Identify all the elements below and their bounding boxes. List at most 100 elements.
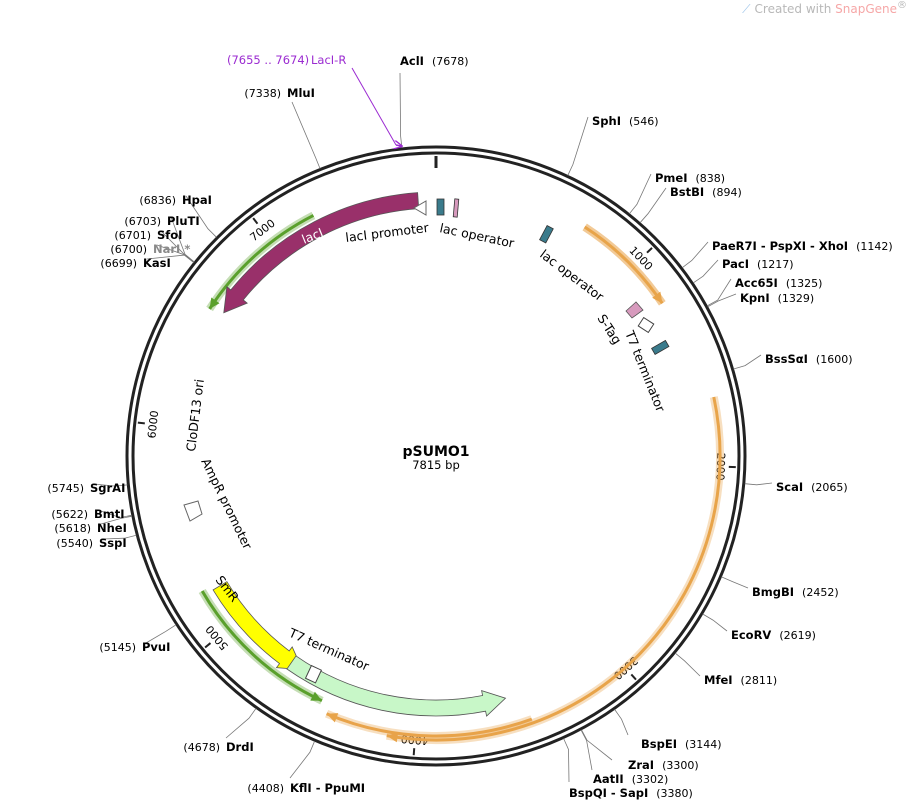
site-pos-29: (7338) — [244, 87, 281, 100]
site-name-1: SphI — [592, 114, 621, 128]
feature-label-s-tag: S-Tag — [594, 311, 624, 346]
site-label-18[interactable]: DrdI(4678) — [183, 740, 253, 754]
tick-mark-7000 — [252, 217, 259, 225]
site-name-3: BstBI — [670, 185, 704, 199]
site-label-7[interactable]: KpnI(1329) — [740, 291, 814, 305]
lac-operator-2-marker[interactable] — [539, 224, 554, 244]
site-leader-18 — [225, 708, 257, 739]
site-label-15[interactable]: AatII(3302) — [593, 772, 668, 786]
laci-r-primer[interactable]: (7655 .. 7674) LacI-R — [227, 53, 401, 146]
green-arrow-2[interactable] — [200, 590, 323, 703]
site-name-16: BspQI - SapI — [569, 786, 648, 800]
site-pos-2: (838) — [696, 172, 726, 185]
site-label-8[interactable]: BssSαI(1600) — [765, 352, 853, 366]
s-tag-arrow[interactable] — [625, 301, 644, 319]
site-label-5[interactable]: PacI(1217) — [722, 257, 794, 271]
site-label-9[interactable]: ScaI(2065) — [776, 480, 848, 494]
site-pos-23: (5745) — [47, 482, 84, 495]
site-pos-20: (5540) — [56, 537, 93, 550]
site-leader-21 — [100, 515, 132, 525]
site-leader-26 — [160, 230, 195, 263]
snapgene-logo-icon: ⟋ — [742, 2, 751, 16]
laci-feature-arrow[interactable] — [223, 192, 420, 314]
smr-feature-arrow[interactable] — [286, 655, 507, 717]
site-label-3[interactable]: BstBI(894) — [670, 185, 742, 199]
site-label-11[interactable]: EcoRV(2619) — [731, 628, 816, 642]
orange-arrow-3[interactable] — [326, 712, 533, 738]
site-leader-7 — [707, 293, 737, 308]
site-pos-27: (6703) — [124, 215, 161, 228]
site-name-18: DrdI — [226, 740, 254, 754]
green-arrow-1[interactable] — [208, 214, 315, 310]
site-leader-6 — [707, 278, 732, 307]
site-name-20: SspI — [99, 536, 127, 550]
site-label-21[interactable]: NheI(5618) — [54, 521, 126, 535]
site-pos-0: (7678) — [432, 55, 469, 68]
site-label-24[interactable]: KasI(6699) — [100, 256, 170, 270]
site-leader-lines — [93, 72, 773, 783]
site-leader-13 — [614, 709, 629, 736]
feature-track — [183, 192, 724, 744]
site-leader-2 — [629, 173, 652, 214]
site-pos-12: (2811) — [741, 674, 778, 687]
site-pos-17: (4408) — [247, 782, 284, 795]
site-label-2[interactable]: PmeI(838) — [655, 171, 725, 185]
site-name-19: PvuI — [142, 640, 170, 654]
site-name-26: SfoI — [157, 228, 182, 242]
site-label-19[interactable]: PvuI(5145) — [99, 640, 170, 654]
site-name-11: EcoRV — [731, 628, 771, 642]
site-label-16[interactable]: BspQI - SapI (3380) — [569, 786, 693, 800]
site-label-0[interactable]: AclI(7678) — [400, 54, 469, 68]
site-label-26[interactable]: SfoI(6701) — [114, 228, 182, 242]
site-label-29[interactable]: MluI(7338) — [244, 86, 314, 100]
site-pos-25: (6700) — [110, 243, 147, 256]
site-label-23[interactable]: SgrAI(5745) — [47, 481, 125, 495]
lac-operator-1-marker[interactable] — [436, 198, 445, 216]
t7-terminator-2-marker[interactable] — [304, 664, 323, 684]
site-label-28[interactable]: HpaI(6836) — [139, 193, 211, 207]
site-label-14[interactable]: ZraI(3300) — [628, 758, 699, 772]
site-label-4[interactable]: PaeR7I - PspXI - XhoI(1142) — [712, 239, 893, 253]
site-label-27[interactable]: PluTI(6703) — [124, 214, 199, 228]
laci-r-primer-arrow-icon — [396, 145, 401, 146]
site-label-12[interactable]: MfeI(2811) — [704, 673, 777, 687]
site-pos-9: (2065) — [811, 481, 848, 494]
site-label-13[interactable]: BspEI(3144) — [641, 737, 722, 751]
site-label-20[interactable]: SspI (5540) — [56, 536, 126, 550]
site-name-21: NheI — [97, 521, 127, 535]
orange-arrow-2[interactable] — [386, 396, 722, 742]
watermark-brand: SnapGene — [835, 2, 897, 16]
laci-r-primer-leader — [351, 67, 397, 146]
site-pos-15: (3302) — [632, 773, 669, 786]
site-label-25[interactable]: NarI * (6700) — [110, 242, 190, 256]
plasmid-name: pSUMO1 — [402, 444, 469, 460]
laci-r-primer-name: LacI-R — [311, 53, 346, 67]
snapgene-watermark: ⟋Created with SnapGene® — [742, 0, 907, 17]
t7-terminator-1-marker[interactable] — [637, 316, 655, 334]
tick-mark-3000 — [630, 673, 637, 681]
tick-mark-6000 — [137, 421, 145, 425]
site-label-1[interactable]: SphI(546) — [592, 114, 659, 128]
ampr-promoter-arrow[interactable] — [183, 500, 203, 522]
laci-promoter-arrow[interactable] — [413, 200, 427, 216]
site-name-25: NarI * — [153, 242, 190, 256]
site-pos-16: (3380) — [656, 787, 693, 800]
site-pos-5: (1217) — [757, 258, 794, 271]
site-leader-12 — [674, 652, 701, 677]
t7-terminator-1-accent — [651, 339, 670, 356]
site-name-14: ZraI — [628, 758, 654, 772]
site-leader-1 — [567, 116, 589, 176]
restriction-site-labels: AclI(7678) SphI(546) PmeI(838)BstBI(894) Pa… — [47, 54, 892, 800]
site-name-6: Acc65I — [735, 276, 778, 290]
site-label-17[interactable]: KflI - PpuMI(4408) — [247, 781, 365, 795]
site-leader-11 — [702, 613, 728, 632]
site-label-10[interactable]: BmgBI(2452) — [752, 585, 839, 599]
orange-arrow-3-glow — [325, 710, 534, 740]
site-leader-16 — [563, 738, 570, 783]
orange-arc-2-head-icon — [386, 732, 399, 743]
site-leader-28 — [185, 195, 217, 238]
site-label-6[interactable]: Acc65I(1325) — [735, 276, 822, 290]
site-label-22[interactable]: BmtI(5622) — [51, 507, 124, 521]
site-pos-7: (1329) — [778, 292, 815, 305]
